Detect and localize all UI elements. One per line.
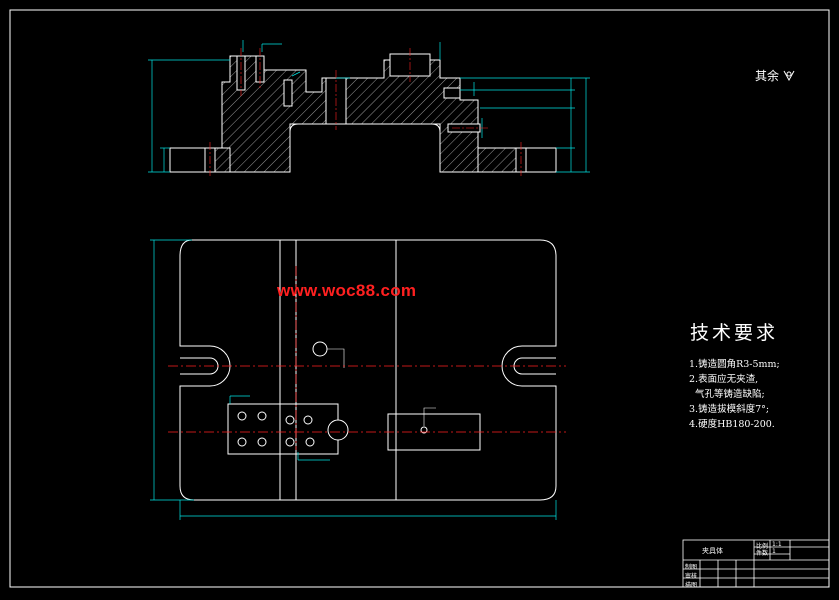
title-block-drawn-label: 制图 [685, 564, 698, 571]
title-block-qty-value: 1 [772, 548, 776, 555]
requirement-item: 3.铸造拔模斜度7°; [689, 404, 770, 415]
title-block-scale-label: 比例 [756, 543, 769, 550]
title-block-approved-label: 描图 [685, 582, 698, 589]
plan-outline [179, 239, 557, 501]
plan-dimensions [150, 239, 557, 520]
section-dimensions [148, 40, 590, 173]
plan-holes [237, 341, 428, 447]
section-view [148, 40, 590, 176]
section-hole-3 [283, 79, 293, 107]
title-block-scale-value: 1:1 [772, 541, 782, 548]
roughness-symbol-icon [783, 70, 795, 82]
hole-pattern-box [227, 403, 339, 455]
title-block [682, 539, 830, 588]
surface-finish-label: 其余 [755, 69, 780, 83]
requirement-item: 2.表面应无夹渣, [689, 374, 759, 385]
surface-finish-note: 其余 [755, 67, 795, 84]
watermark-text: www.woc88.com [277, 281, 417, 300]
central-cavity [289, 123, 441, 172]
requirement-item: 气孔等铸造缺陷; [689, 389, 765, 400]
technical-requirements-title: 技术要求 [690, 322, 779, 344]
section-side-bore [443, 87, 461, 99]
title-block-part-name: 夹具体 [702, 547, 723, 555]
requirement-item: 4.硬度HB180-200. [689, 419, 775, 430]
title-block-checked-label: 审核 [685, 573, 698, 580]
title-block-qty-label: 件数 [756, 550, 769, 557]
plan-centerlines [168, 266, 566, 450]
requirement-item: 1.铸造圆角R3-5mm; [689, 359, 780, 370]
plan-view [150, 239, 566, 520]
left-flange [169, 147, 231, 173]
drawing-border [9, 9, 830, 588]
technical-requirements-list: 1.铸造圆角R3-5mm; 2.表面应无夹渣, 气孔等铸造缺陷; 3.铸造拔模斜… [689, 357, 780, 432]
section-centerlines [209, 48, 522, 176]
